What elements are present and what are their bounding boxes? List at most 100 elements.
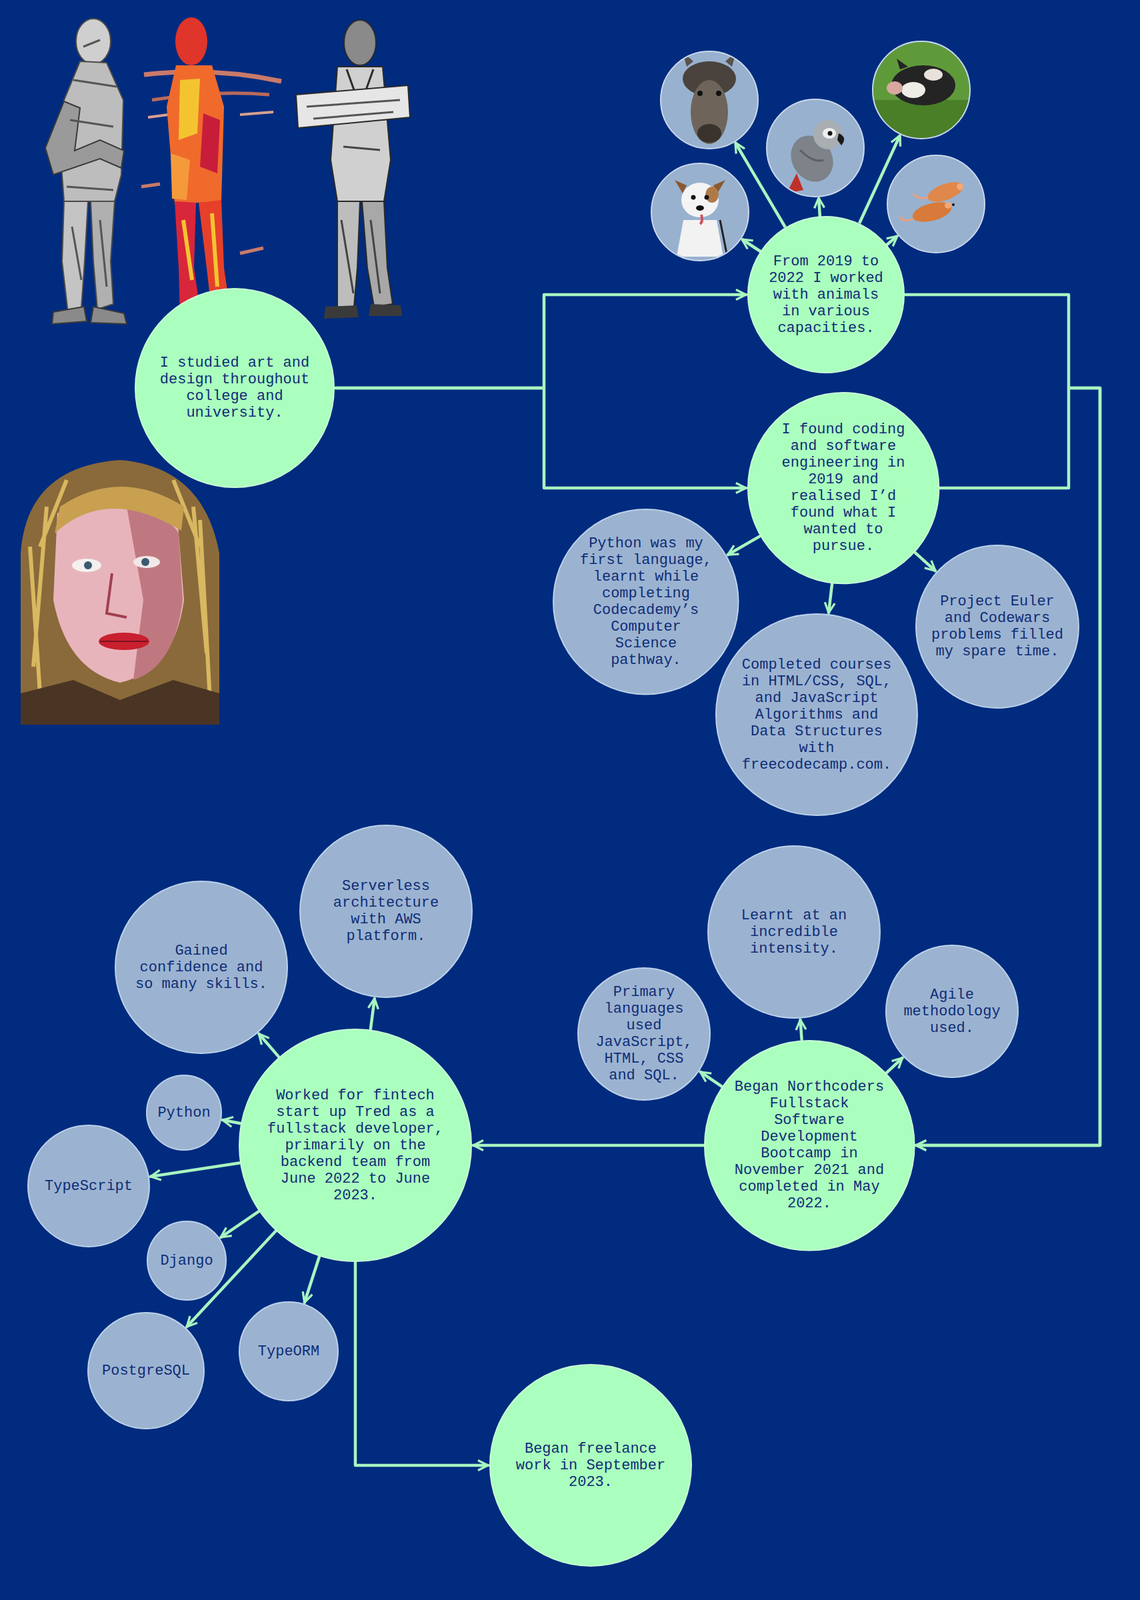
detail-circle: Project Euler and Codewars problems fill… <box>915 544 1080 709</box>
node-text: I found coding and software engineering … <box>779 421 908 555</box>
dog-photo <box>700 214 702 224</box>
llama-photo <box>716 90 722 96</box>
parrot-photo <box>828 131 833 136</box>
connector <box>370 998 375 1030</box>
connector <box>800 1020 802 1040</box>
board-figure <box>337 201 360 308</box>
colour-figure <box>141 184 264 254</box>
detail-circle: TypeScript <box>27 1124 150 1248</box>
circle-fill <box>916 545 1079 708</box>
node-text: I studied art and design throughout coll… <box>157 354 312 422</box>
dog-photo <box>696 205 704 211</box>
board-figure <box>296 85 410 128</box>
connector <box>222 1120 240 1124</box>
connector <box>473 1144 704 1148</box>
portrait-collage <box>98 632 150 650</box>
pig-photo <box>872 41 970 140</box>
pig-photo <box>872 100 970 140</box>
circle-fill <box>239 1029 472 1262</box>
node-text: Agile methodology used. <box>901 986 1003 1037</box>
node-text: Began freelance work in September 2023. <box>513 1440 668 1491</box>
rats-photo <box>910 198 954 226</box>
portrait-collage <box>54 486 184 534</box>
node-text: TypeORM <box>258 1343 320 1360</box>
milestone-circle: Began Northcoders Fullstack Software Dev… <box>704 1040 916 1252</box>
detail-circle: Learnt at an incredible intensity. <box>707 845 881 1019</box>
parrot-photo <box>837 133 844 146</box>
dog-photo <box>676 220 724 257</box>
dog-photo <box>651 163 749 261</box>
llama-photo <box>660 51 758 149</box>
node-text: Learnt at an incredible intensity. <box>738 907 850 958</box>
pig-photo <box>872 41 970 140</box>
portrait-collage <box>30 480 210 700</box>
circle-fill <box>553 509 739 695</box>
detail-circle: Serverless architecture with AWS platfor… <box>299 824 473 998</box>
llama-photo <box>682 52 736 144</box>
board-figure <box>296 20 410 319</box>
milestone-circle: I found coding and software engineering … <box>747 392 940 584</box>
dog-photo <box>704 195 710 200</box>
pig-photo <box>924 68 943 81</box>
connector <box>220 1211 259 1238</box>
parrot-photo <box>813 120 843 150</box>
circle-fill <box>146 1075 222 1150</box>
rats-photo <box>887 155 985 253</box>
grey-figure <box>76 18 111 64</box>
dog-photo <box>691 195 696 200</box>
llama-photo <box>690 80 728 144</box>
detail-circle: Agile methodology used. <box>885 944 1019 1078</box>
board-figure <box>324 305 359 319</box>
portrait-collage <box>20 680 220 725</box>
grey-figure <box>62 201 88 314</box>
connector <box>915 552 936 571</box>
parrot-photo <box>766 99 864 197</box>
detail-circle: Completed courses in HTML/CSS, SQL, and … <box>715 613 918 816</box>
colour-figure <box>183 213 218 287</box>
node-text: Completed courses in HTML/CSS, SQL, and … <box>739 656 894 774</box>
node-text: Gained confidence and so many skills. <box>134 942 269 993</box>
portrait-collage <box>141 558 150 566</box>
connector <box>828 584 832 613</box>
circle-fill <box>300 825 472 998</box>
circle-fill <box>748 392 939 584</box>
rats-photo <box>952 203 955 206</box>
animal-arrows <box>742 239 762 252</box>
parrot-photo <box>800 150 824 161</box>
board-figure <box>362 201 393 307</box>
colour-figure <box>178 78 200 140</box>
milestone-circle: From 2019 to 2022 I worked with animals … <box>747 216 905 374</box>
animal-arrows <box>818 198 820 218</box>
pig-photo <box>896 58 908 70</box>
grey-figure <box>45 101 124 175</box>
circle-fill <box>115 881 288 1054</box>
board-figure <box>306 100 400 119</box>
node-text: Python was my first language, learnt whi… <box>578 535 714 669</box>
portrait-collage <box>126 506 183 680</box>
detail-circle: Gained confidence and so many skills. <box>114 880 288 1054</box>
pig-photo <box>901 82 926 98</box>
milestone-circle: Worked for fintech start up Tred as a fu… <box>238 1028 472 1262</box>
detail-circle: Python was my first language, learnt whi… <box>552 508 740 696</box>
milestone-circle: Began freelance work in September 2023. <box>489 1364 692 1567</box>
circle-fill <box>147 1221 226 1300</box>
node-text: PostgreSQL <box>102 1362 190 1380</box>
colour-figure <box>170 153 190 200</box>
circle-fill <box>578 968 710 1100</box>
circle-fill <box>716 614 918 816</box>
board-figure <box>344 20 376 66</box>
dog-photo <box>674 180 727 257</box>
colour-figure <box>166 65 224 204</box>
detail-circle: PostgreSQL <box>87 1312 205 1430</box>
parrot-photo <box>766 99 864 197</box>
colour-figure <box>141 17 282 327</box>
circle-fill <box>886 945 1018 1078</box>
board-figure <box>368 304 402 316</box>
portrait-collage <box>133 556 160 568</box>
connector <box>304 1256 320 1302</box>
rats-photo <box>900 216 914 221</box>
llama-photo <box>697 124 722 143</box>
portrait-collage <box>72 558 102 572</box>
grey-figure <box>52 306 87 324</box>
